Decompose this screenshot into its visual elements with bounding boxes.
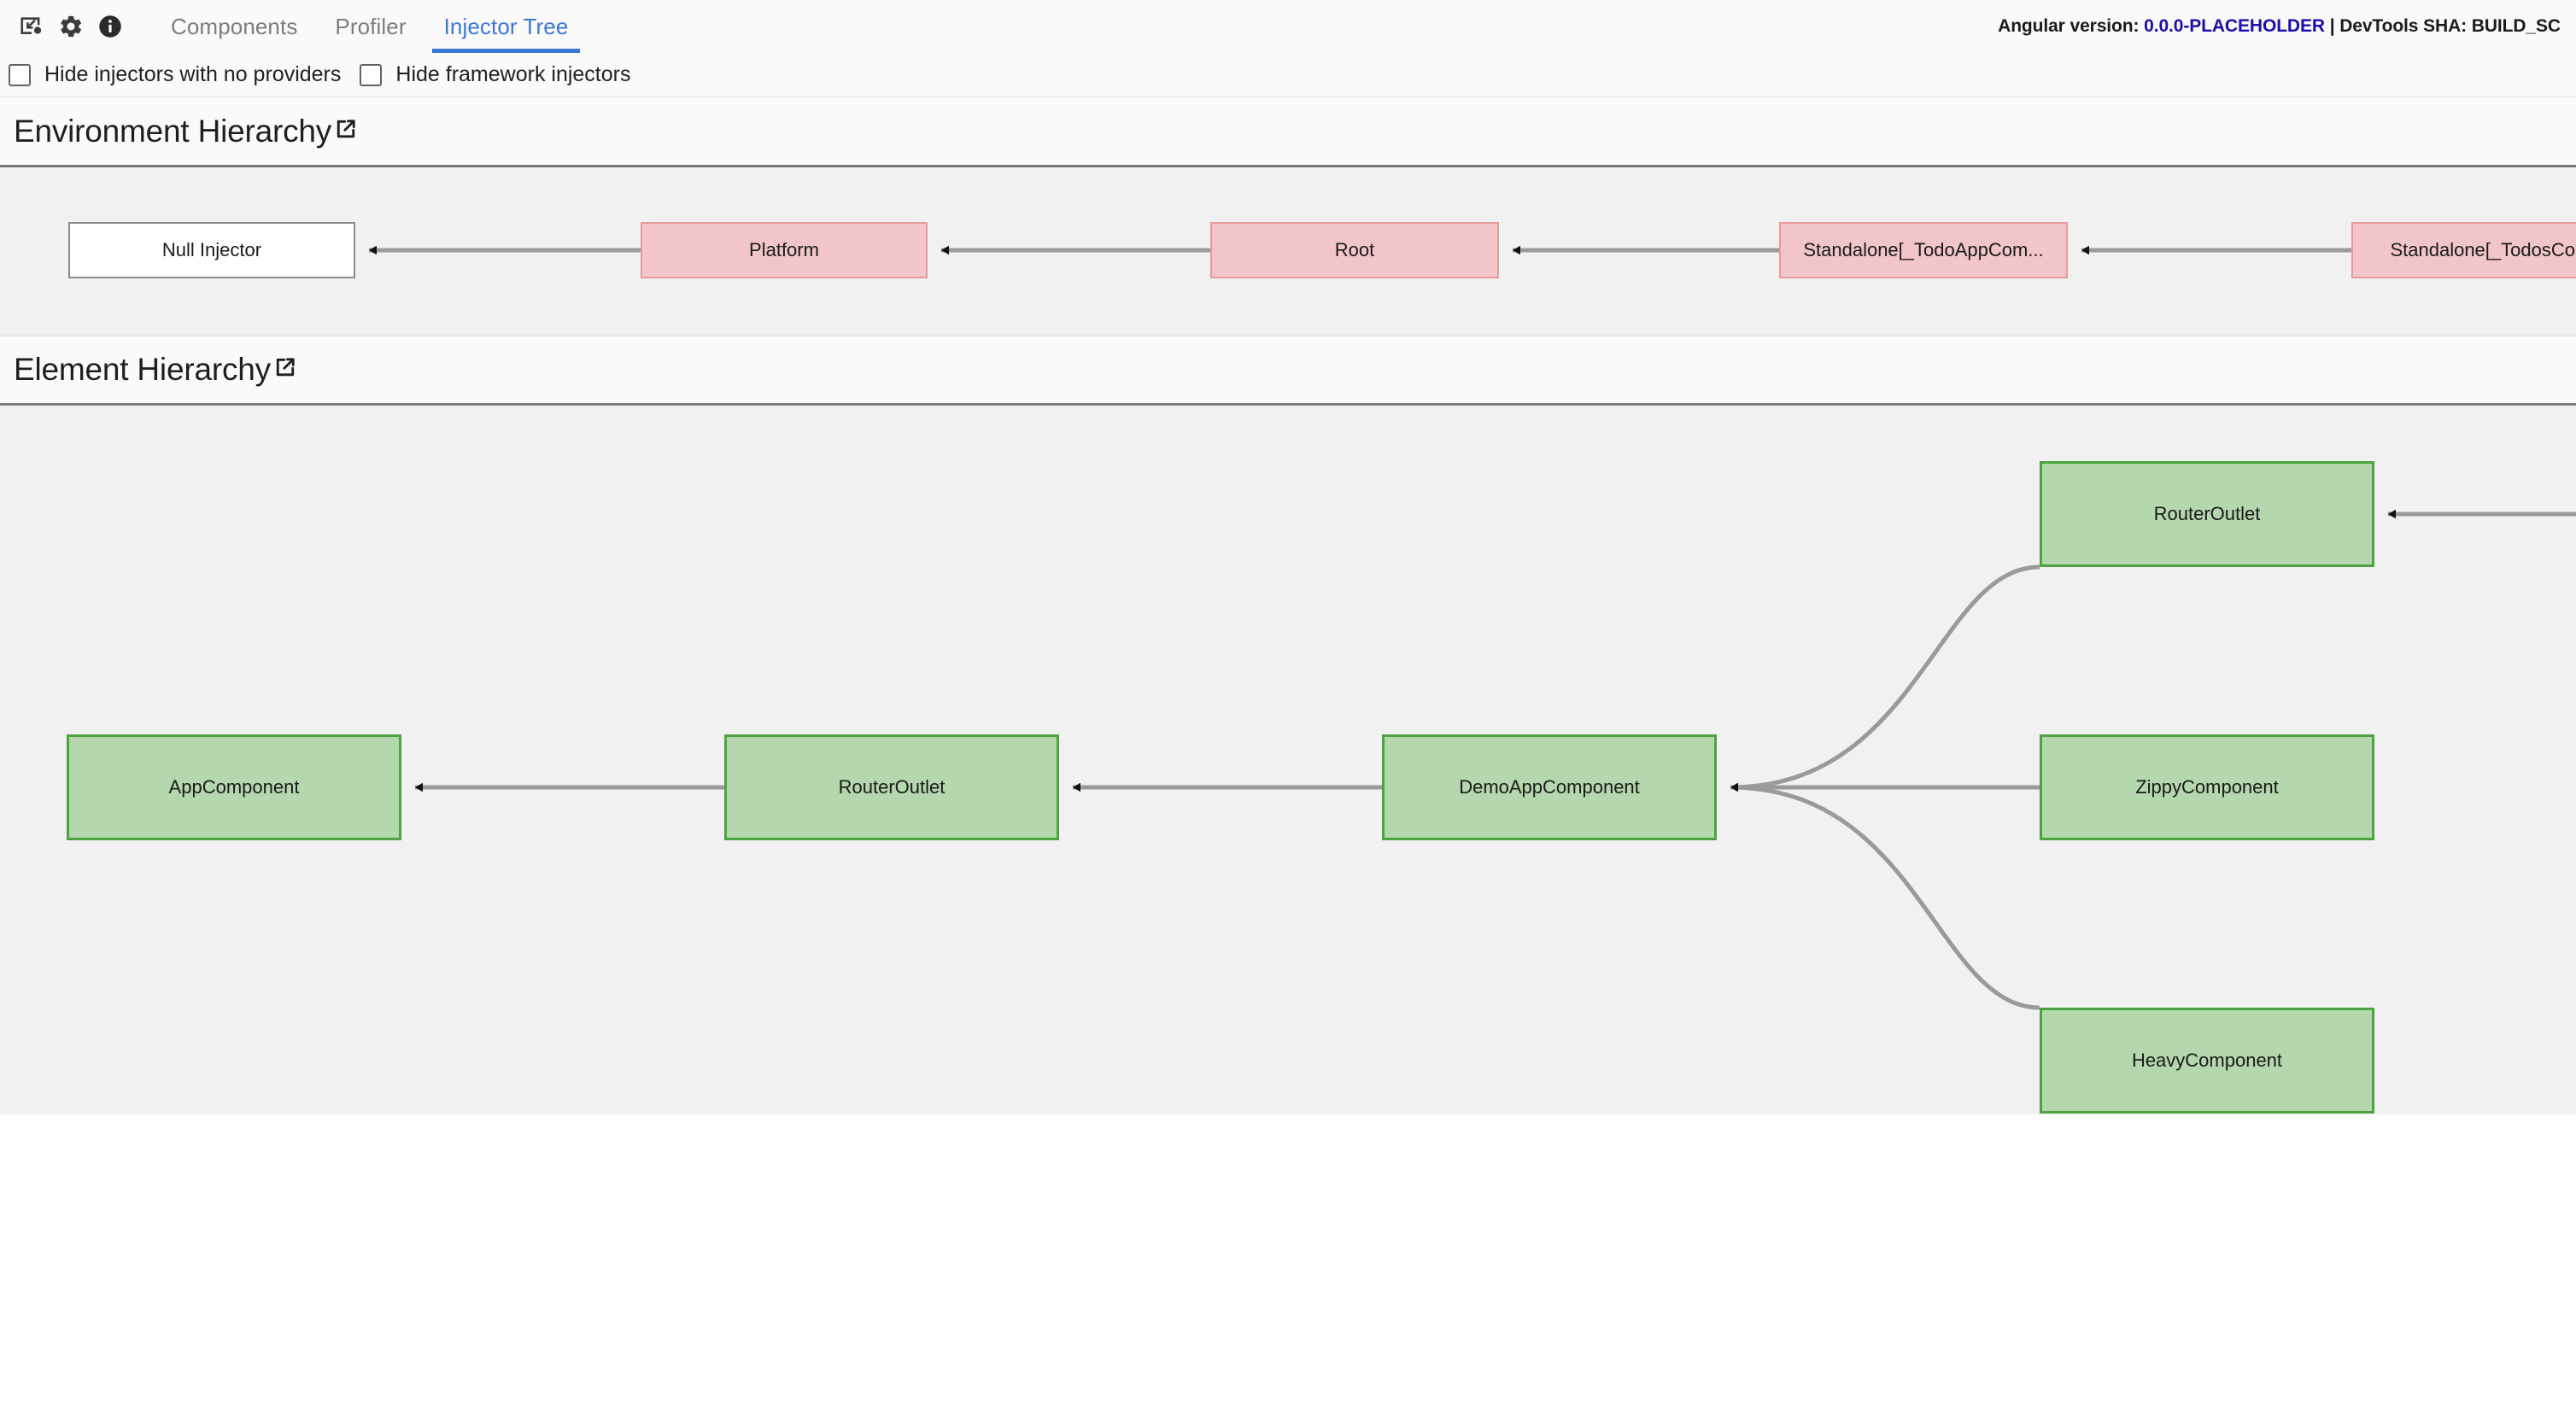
graph-node-label: Null Injector: [161, 239, 262, 260]
hide-framework-injectors-checkbox[interactable]: Hide framework injectors: [360, 62, 630, 87]
settings-gear-icon[interactable]: [51, 7, 91, 46]
graph-node-router-outlet-top[interactable]: RouterOutlet: [2040, 461, 2374, 567]
graph-node-label: RouterOutlet: [2153, 503, 2261, 524]
graph-node-demo-app-component[interactable]: DemoAppComponent: [1382, 734, 1717, 840]
graph-node-label: RouterOutlet: [838, 776, 946, 798]
graph-node-label: DemoAppComponent: [1459, 776, 1640, 798]
version-prefix: Angular version:: [1998, 16, 2145, 36]
environment-hierarchy-title: Environment Hierarchy: [14, 113, 332, 149]
graph-node-label: Root: [1334, 239, 1375, 260]
graph-node-label: Standalone[_TodosComp: [2390, 239, 2576, 260]
graph-node-label: Standalone[_TodoAppCom...: [1803, 239, 2044, 260]
graph-node-label: HeavyComponent: [2131, 1049, 2283, 1071]
tab-profiler-label: Profiler: [335, 13, 407, 39]
checkbox-box-icon[interactable]: [9, 63, 31, 86]
graph-node-platform[interactable]: Platform: [641, 222, 928, 278]
graph-node-null-injector[interactable]: Null Injector: [68, 222, 355, 278]
tab-components[interactable]: Components: [152, 0, 316, 53]
environment-hierarchy-graph[interactable]: Null Injector Platform Root Standalone[_Tod…: [0, 167, 2576, 336]
graph-node-label: ZippyComponent: [2135, 776, 2279, 798]
graph-node-label: Platform: [749, 239, 819, 260]
graph-node-heavy-component[interactable]: HeavyComponent: [2040, 1008, 2374, 1114]
tab-injector-tree[interactable]: Injector Tree: [425, 0, 588, 53]
devtools-toolbar: Components Profiler Injector Tree Angula…: [0, 0, 2576, 53]
graph-node-router-outlet-main[interactable]: RouterOutlet: [724, 734, 1059, 840]
checkbox-box-icon[interactable]: [360, 63, 383, 86]
hide-injectors-no-providers-label: Hide injectors with no providers: [44, 62, 342, 86]
open-in-new-icon[interactable]: [272, 354, 298, 380]
element-hierarchy-title: Element Hierarchy: [14, 352, 271, 387]
tab-components-label: Components: [171, 13, 298, 39]
hide-injectors-no-providers-checkbox[interactable]: Hide injectors with no providers: [9, 62, 341, 87]
graph-edge: [1730, 787, 2040, 1010]
hide-framework-injectors-label: Hide framework injectors: [395, 62, 631, 86]
graph-node-standalone-todoapp[interactable]: Standalone[_TodoAppCom...: [1779, 222, 2068, 278]
filter-bar: Hide injectors with no providers Hide fr…: [0, 53, 2576, 97]
element-hierarchy-header: Element Hierarchy: [0, 336, 2576, 406]
open-in-new-icon[interactable]: [333, 116, 359, 142]
tab-injector-tree-label: Injector Tree: [443, 13, 569, 39]
inspect-element-icon[interactable]: [12, 7, 51, 46]
graph-node-zippy-component[interactable]: ZippyComponent: [2040, 734, 2374, 840]
graph-node-app-component[interactable]: AppComponent: [67, 734, 401, 840]
element-edges: [415, 406, 2576, 1010]
graph-edge: [1730, 564, 2040, 787]
version-info: Angular version: 0.0.0-PLACEHOLDER | Dev…: [1998, 16, 2561, 37]
environment-hierarchy-header: Environment Hierarchy: [0, 97, 2576, 167]
info-icon[interactable]: [91, 7, 130, 46]
devtools-sha: | DevTools SHA: BUILD_SC: [2324, 16, 2561, 36]
graph-node-standalone-todos[interactable]: Standalone[_TodosComp: [2351, 222, 2576, 278]
graph-node-label: AppComponent: [168, 776, 300, 798]
angular-version-number: 0.0.0-PLACEHOLDER: [2144, 16, 2325, 36]
environment-edges: [369, 167, 2351, 336]
tab-bar: Components Profiler Injector Tree: [152, 0, 587, 53]
graph-node-root[interactable]: Root: [1210, 222, 1499, 278]
tab-profiler[interactable]: Profiler: [316, 0, 424, 53]
